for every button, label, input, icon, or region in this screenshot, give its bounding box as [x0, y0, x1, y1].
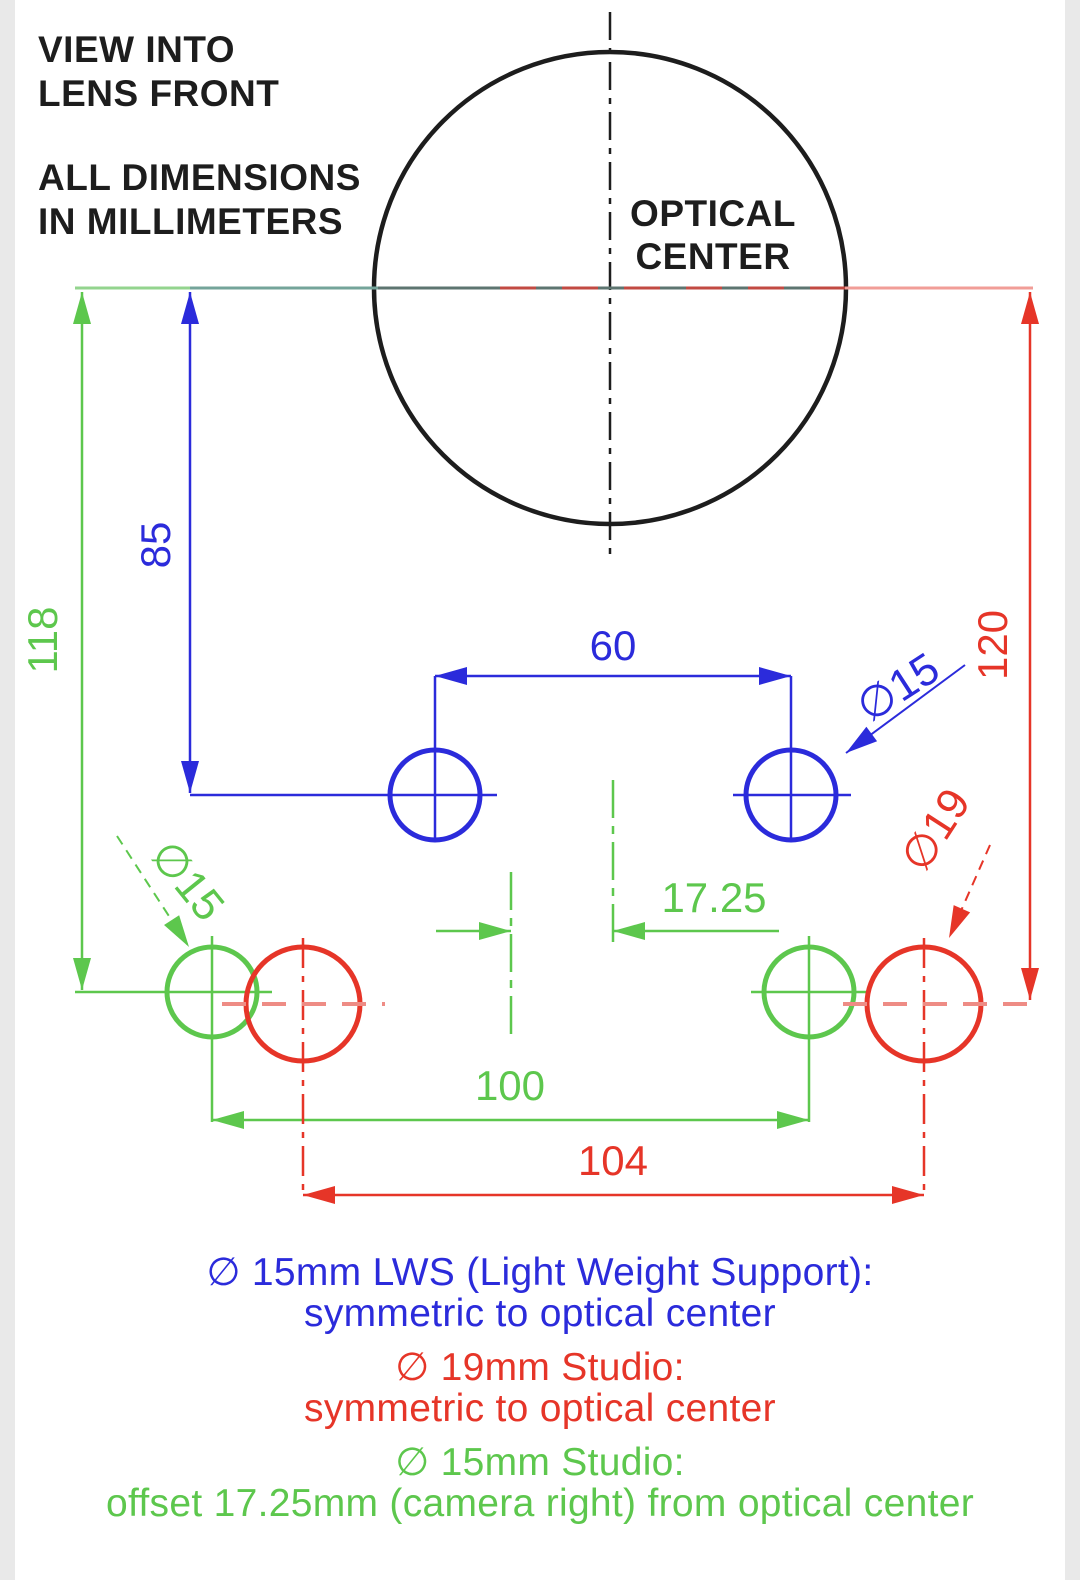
lws-rod-hole-left: [387, 747, 483, 843]
note-lws-line2: symmetric to optical center: [304, 1292, 776, 1335]
dia15-studio-leader: [116, 835, 190, 948]
dims-note-line1: ALL DIMENSIONS: [38, 157, 361, 198]
note-studio19-line2: symmetric to optical center: [304, 1387, 776, 1430]
right-margin-strip: [1065, 0, 1080, 1580]
dia19-studio-label: ∅19: [892, 780, 981, 880]
dia15-lws-leader: [845, 664, 966, 754]
view-title-line1: VIEW INTO: [38, 29, 236, 70]
dim-85-label: 85: [132, 522, 179, 569]
note-studio19: ∅ 19mm Studio: symmetric to optical cent…: [0, 1347, 1080, 1429]
all-dimensions-note: ALL DIMENSIONS IN MILLIMETERS: [38, 156, 361, 244]
dia19-studio-leader: [948, 844, 991, 939]
optical-center-line2: CENTER: [635, 236, 791, 277]
dia15-studio-label: ∅15: [141, 832, 234, 931]
note-lws: ∅ 15mm LWS (Light Weight Support): symme…: [0, 1252, 1080, 1334]
view-title-line2: LENS FRONT: [38, 73, 280, 114]
note-studio19-line1: ∅ 19mm Studio:: [395, 1346, 685, 1389]
dims-note-line2: IN MILLIMETERS: [38, 201, 344, 242]
dia15-lws-label: ∅15: [848, 644, 948, 733]
view-into-lens-title: VIEW INTO LENS FRONT: [38, 28, 279, 116]
optical-center-label: OPTICAL CENTER: [598, 192, 828, 278]
optical-center-line1: OPTICAL: [630, 193, 796, 234]
note-studio15-line1: ∅ 15mm Studio:: [395, 1441, 685, 1484]
note-studio15-line2: offset 17.25mm (camera right) from optic…: [106, 1482, 974, 1525]
dim-1725-label: 17.25: [661, 874, 766, 921]
dim-104-label: 104: [578, 1137, 648, 1184]
dim-60-label: 60: [590, 622, 637, 669]
dim-118-label: 118: [19, 607, 66, 674]
dim-100-label: 100: [475, 1062, 545, 1109]
note-lws-line1: ∅ 15mm LWS (Light Weight Support):: [206, 1251, 874, 1294]
note-studio15: ∅ 15mm Studio: offset 17.25mm (camera ri…: [0, 1442, 1080, 1524]
dim-120-label: 120: [969, 610, 1016, 680]
left-margin-strip: [0, 0, 15, 1580]
